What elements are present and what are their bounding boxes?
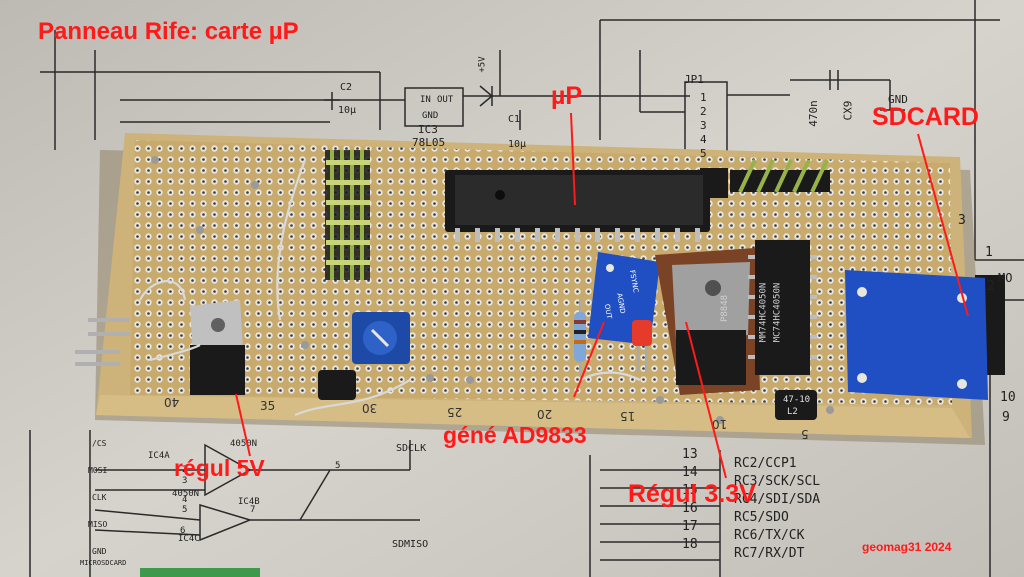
capacitor-small (318, 370, 356, 400)
mo-label: MO (998, 271, 1013, 285)
watermark: geomag31 2024 (862, 540, 952, 554)
label-up: µP (551, 82, 583, 110)
jp1-label: JP1 (684, 73, 704, 86)
cap-text-1: 47-10 (783, 395, 811, 405)
small-num-6: 6 (180, 526, 186, 536)
c1-label: C1 (508, 114, 521, 125)
pin-name-rc7: RC7/RX/DT (734, 546, 805, 561)
pin-num-17: 17 (682, 519, 698, 534)
small-num-2: 2 (182, 465, 188, 475)
sdclk-label: SDCLK (396, 443, 427, 454)
ic3-label: IC3 (418, 123, 438, 136)
solder-joints (151, 156, 834, 424)
jp1-pin-3: 3 (700, 119, 707, 132)
right-num-9: 9 (1002, 410, 1010, 425)
part-4050-b: 4050N (172, 489, 200, 499)
pin-num-14: 14 (682, 465, 698, 480)
regulator-3v3 (655, 248, 760, 395)
c2-label: C2 (340, 82, 353, 93)
sdmiso-label: SDMISO (392, 539, 429, 550)
pin-name-rc3: RC3/SCK/SCL (734, 474, 821, 489)
regulator-5v (190, 300, 245, 395)
jp1-pin-2: 2 (700, 105, 707, 118)
schematic-in: IN (420, 95, 431, 105)
c2-value: 10µ (338, 105, 357, 116)
schematic-gnd: GND (422, 111, 439, 121)
pin-num-18: 18 (682, 537, 698, 552)
jp1-pin-5: 5 (700, 147, 707, 160)
pointer-gene (573, 321, 605, 398)
pin-microsdcard: MICROSDCARD (80, 559, 127, 567)
small-num-5: 5 (182, 505, 188, 515)
pointer-up (570, 112, 576, 206)
green-strip (140, 568, 260, 577)
scale-35: 35 (260, 399, 276, 413)
pin-mosi: MOSI (88, 466, 108, 475)
pin-name-rc5: RC5/SDO (734, 510, 789, 525)
ic4c-label: IC4C (178, 534, 200, 544)
pin-name-rc6: RC6/TX/CK (734, 528, 805, 543)
pin-num-13: 13 (682, 447, 698, 462)
small-num-5b: 5 (335, 461, 341, 471)
part-4050-a: 4050N (230, 439, 258, 449)
pointer-regul33 (685, 321, 727, 479)
pin-cs: /CS (92, 439, 107, 448)
pin-name-rc2: RC2/CCP1 (734, 456, 797, 471)
schematic-lines (40, 0, 1024, 577)
label-regul-3v3: Régul 3.3V (628, 480, 756, 508)
microcontroller-chip (445, 170, 710, 242)
pcb-edge (96, 395, 970, 438)
c1-value: 10µ (508, 139, 527, 150)
label-gene-ad9833: géné AD9833 (443, 422, 587, 448)
right-num-1: 1 (985, 245, 993, 260)
header-pins-right (730, 159, 830, 193)
pin-clk: CLK (92, 493, 107, 502)
right-num-10: 10 (1000, 390, 1016, 405)
page-title: Panneau Rife: carte µP (38, 18, 299, 45)
right-num-3: 3 (958, 213, 966, 228)
pin-num-16: 16 (682, 501, 698, 516)
pin-name-rc4: RC4/SDI/SDA (734, 492, 821, 507)
capacitor-black (775, 390, 817, 420)
pin-num-15: 15 (682, 483, 698, 498)
small-num-7: 7 (250, 505, 256, 515)
hc4050-chip (748, 240, 817, 375)
small-num-3: 3 (182, 476, 188, 486)
red-led (632, 320, 652, 372)
ic4b-label: IC4B (238, 497, 260, 507)
pointer-sdcard (917, 133, 969, 317)
header-pins-left (325, 150, 370, 280)
potentiometer (352, 312, 410, 364)
label-sdcard: SDCARD (872, 103, 979, 131)
right-num-2: 2 (987, 279, 995, 294)
resistor (574, 300, 586, 375)
small-num-4: 4 (182, 495, 188, 505)
cap-text-2: L2 (787, 407, 798, 417)
ic4a-label: IC4A (148, 451, 170, 461)
pointer-regul5 (235, 393, 251, 457)
pin-miso: MISO (88, 520, 108, 529)
schematic-lines-bottom (29, 430, 721, 577)
label-regul-5v: régul 5V (174, 455, 265, 481)
wires (139, 159, 641, 417)
pin-gnd: GND (92, 547, 107, 556)
schematic-out: OUT (437, 95, 454, 105)
ic3-part: 78L05 (412, 136, 446, 149)
header-pins-power (75, 318, 130, 366)
jp1-pin-1: 1 (700, 91, 707, 104)
sdcard-module (845, 270, 1005, 400)
jp1-pin-4: 4 (700, 133, 707, 146)
gnd-label: GND (888, 93, 908, 106)
